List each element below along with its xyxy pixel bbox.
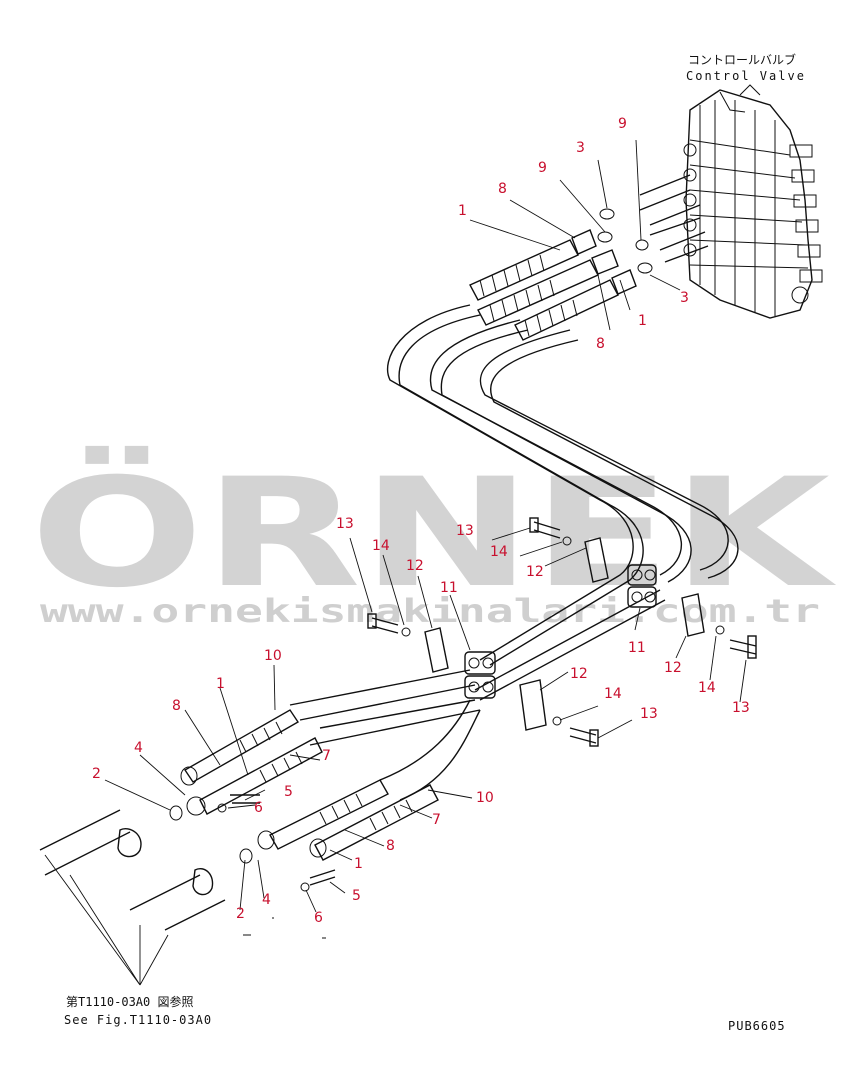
callout-8: 8	[172, 698, 181, 714]
brackets	[424, 537, 705, 731]
callout-13: 13	[456, 523, 474, 539]
callout-7: 7	[432, 812, 441, 828]
control-valve-label-jp: コントロールバルブ	[688, 52, 796, 67]
lower-hose-assemblies	[39, 709, 439, 986]
callout-8: 8	[386, 838, 395, 854]
callout-6: 6	[254, 800, 263, 816]
hose-routing	[289, 174, 739, 801]
callout-1: 1	[216, 676, 225, 692]
callout-9: 9	[618, 116, 627, 132]
callout-8: 8	[596, 336, 605, 352]
watermark-url: www.ornekismakinalari.com.tr	[40, 592, 820, 630]
callout-13: 13	[732, 700, 750, 716]
callout-5: 5	[284, 784, 293, 800]
drawing-code: PUB6605	[728, 1019, 786, 1033]
callout-1: 1	[638, 313, 647, 329]
callout-numbers: 1 8 9 3 9 3 1 8 13 14 12 11 13 14 12 11 …	[92, 116, 750, 926]
callout-12: 12	[406, 558, 424, 574]
callout-12: 12	[526, 564, 544, 580]
see-fig-label-jp: 第T1110-03A0 図参照	[66, 994, 193, 1009]
callout-4: 4	[262, 892, 271, 908]
watermark-brand: ÖRNEK	[30, 445, 836, 621]
callout-1: 1	[354, 856, 363, 872]
callout-14: 14	[490, 544, 508, 560]
leader-lines	[104, 139, 747, 913]
control-valve-label-en: Control Valve	[686, 69, 806, 83]
clamps	[464, 564, 657, 699]
callout-4: 4	[134, 740, 143, 756]
callout-10: 10	[264, 648, 282, 664]
callout-3: 3	[576, 140, 585, 156]
callout-2: 2	[92, 766, 101, 782]
control-valve-body	[683, 84, 823, 319]
callout-10: 10	[476, 790, 494, 806]
callout-6: 6	[314, 910, 323, 926]
watermark: ÖRNEK www.ornekismakinalari.com.tr	[30, 445, 836, 630]
callout-2: 2	[236, 906, 245, 922]
callout-5: 5	[352, 888, 361, 904]
callout-11: 11	[628, 640, 646, 656]
callout-3: 3	[680, 290, 689, 306]
callout-14: 14	[698, 680, 716, 696]
callout-1: 1	[458, 203, 467, 219]
callout-8: 8	[498, 181, 507, 197]
callout-12: 12	[570, 666, 588, 682]
callout-12: 12	[664, 660, 682, 676]
callout-13: 13	[336, 516, 354, 532]
callout-14: 14	[604, 686, 622, 702]
callout-11: 11	[440, 580, 458, 596]
callout-14: 14	[372, 538, 390, 554]
callout-7: 7	[322, 748, 331, 764]
callout-9: 9	[538, 160, 547, 176]
see-fig-label-en: See Fig.T1110-03A0	[64, 1013, 212, 1027]
callout-13: 13	[640, 706, 658, 722]
